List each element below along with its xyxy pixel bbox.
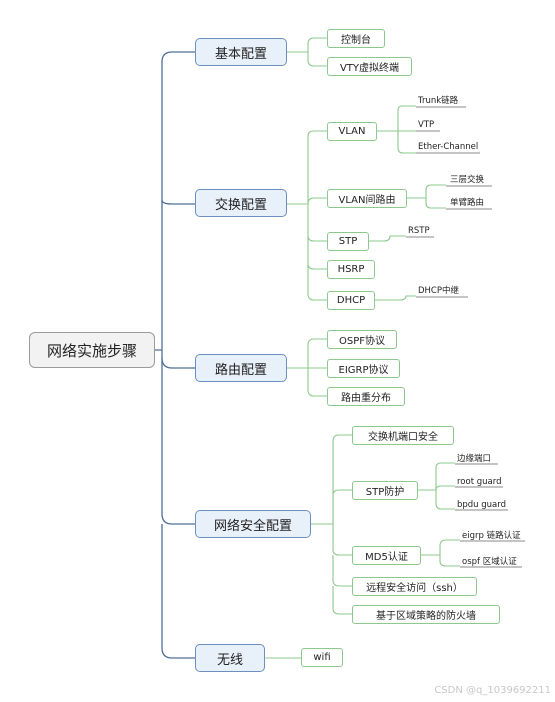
stp-dhcp-subconnectors xyxy=(369,235,468,301)
watermark: CSDN @q_1039692211 xyxy=(434,685,551,696)
security-config-connectors xyxy=(311,434,352,615)
leaf-ospf-auth[interactable]: ospf 区域认证 xyxy=(462,557,517,567)
node-port-security[interactable]: 交换机端口安全 xyxy=(352,426,454,445)
branch-wireless[interactable]: 无线 xyxy=(195,644,265,672)
leaf-eigrp-auth[interactable]: eigrp 链路认证 xyxy=(462,531,521,541)
md5-subconnectors xyxy=(421,539,525,568)
node-redistribution[interactable]: 路由重分布 xyxy=(327,387,405,406)
node-wifi[interactable]: wifi xyxy=(301,648,343,667)
routing-config-connectors xyxy=(287,338,327,397)
node-vlan[interactable]: VLAN xyxy=(327,122,377,141)
branch-basic-config[interactable]: 基本配置 xyxy=(195,38,287,66)
leaf-trunk[interactable]: Trunk链路 xyxy=(418,96,459,106)
node-dhcp[interactable]: DHCP xyxy=(327,291,375,310)
node-eigrp[interactable]: EIGRP协议 xyxy=(327,359,400,378)
branch-routing-config[interactable]: 路由配置 xyxy=(195,354,287,382)
leaf-edge-port[interactable]: 边缘端口 xyxy=(457,454,492,464)
root-connectors xyxy=(155,51,195,659)
node-stp[interactable]: STP xyxy=(327,232,369,251)
branch-security-config[interactable]: 网络安全配置 xyxy=(195,510,311,538)
switch-config-connectors xyxy=(287,130,327,301)
node-ospf[interactable]: OSPF协议 xyxy=(327,330,397,349)
node-vty[interactable]: VTY虚拟终端 xyxy=(327,57,412,76)
leaf-router-on-stick[interactable]: 单臂路由 xyxy=(450,198,485,208)
leaf-root-guard[interactable]: root guard xyxy=(457,477,502,487)
leaf-dhcp-relay[interactable]: DHCP中继 xyxy=(418,286,459,296)
leaf-vtp[interactable]: VTP xyxy=(418,120,435,130)
node-hsrp[interactable]: HSRP xyxy=(327,260,375,279)
node-ssh-access[interactable]: 远程安全访问（ssh） xyxy=(352,577,477,596)
node-md5-auth[interactable]: MD5认证 xyxy=(352,546,421,565)
node-stp-guard[interactable]: STP防护 xyxy=(352,481,418,500)
node-console[interactable]: 控制台 xyxy=(327,29,385,48)
leaf-l3-switch[interactable]: 三层交换 xyxy=(450,175,485,185)
root-node[interactable]: 网络实施步骤 xyxy=(29,332,155,368)
leaf-rstp[interactable]: RSTP xyxy=(408,226,430,236)
basic-config-connectors xyxy=(287,37,327,67)
branch-switch-config[interactable]: 交换配置 xyxy=(195,189,287,217)
node-intervlan-routing[interactable]: VLAN间路由 xyxy=(327,189,407,208)
intervlan-subconnectors xyxy=(407,184,492,210)
leaf-ether-channel[interactable]: Ether-Channel xyxy=(418,142,479,152)
vlan-subconnectors xyxy=(377,105,480,154)
leaf-bpdu-guard[interactable]: bpdu guard xyxy=(457,500,507,510)
node-zone-firewall[interactable]: 基于区域策略的防火墙 xyxy=(352,605,500,624)
stp-guard-subconnectors xyxy=(418,462,508,511)
